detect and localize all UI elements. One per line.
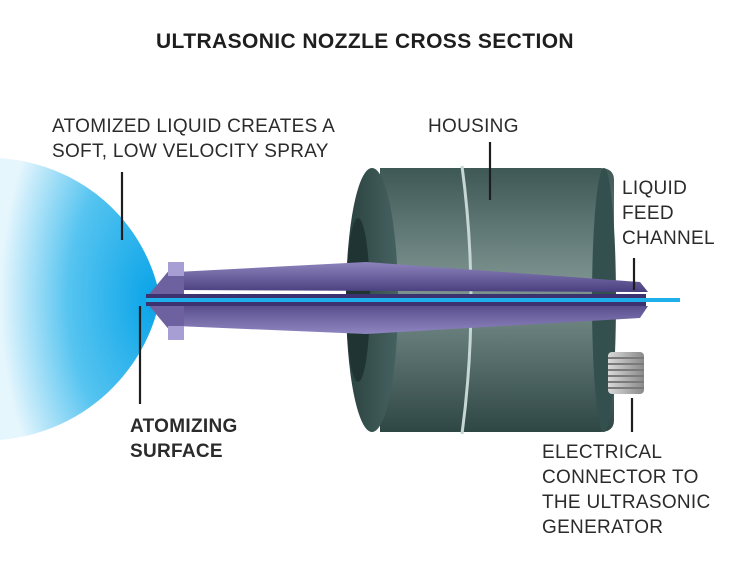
label-atomizing-surface: ATOMIZING SURFACE <box>130 414 238 464</box>
label-surface-line-2: SURFACE <box>130 441 223 462</box>
label-surface-line-1: ATOMIZING <box>130 416 238 437</box>
label-spray-line-2: SOFT, LOW VELOCITY SPRAY <box>52 141 329 162</box>
label-connector-line-2: CONNECTOR TO <box>542 467 699 488</box>
label-housing-line-1: HOUSING <box>428 116 519 137</box>
spray-cone-icon <box>0 158 160 440</box>
label-connector-line-1: ELECTRICAL <box>542 442 663 463</box>
label-spray-line-1: ATOMIZED LIQUID CREATES A <box>52 116 336 137</box>
label-connector-line-4: GENERATOR <box>542 517 664 538</box>
label-spray: ATOMIZED LIQUID CREATES A SOFT, LOW VELO… <box>52 114 335 164</box>
label-feed-channel: LIQUID FEED CHANNEL <box>622 176 715 251</box>
label-electrical-connector: ELECTRICAL CONNECTOR TO THE ULTRASONIC G… <box>542 440 711 540</box>
label-connector-line-3: THE ULTRASONIC <box>542 492 711 513</box>
label-feed-line-3: CHANNEL <box>622 228 715 249</box>
diagram-title: ULTRASONIC NOZZLE CROSS SECTION <box>155 30 574 53</box>
label-housing: HOUSING <box>428 114 519 139</box>
horn-icon <box>146 262 648 340</box>
label-feed-line-2: FEED <box>622 203 674 224</box>
connector-icon <box>608 352 644 394</box>
label-feed-line-1: LIQUID <box>622 178 688 199</box>
